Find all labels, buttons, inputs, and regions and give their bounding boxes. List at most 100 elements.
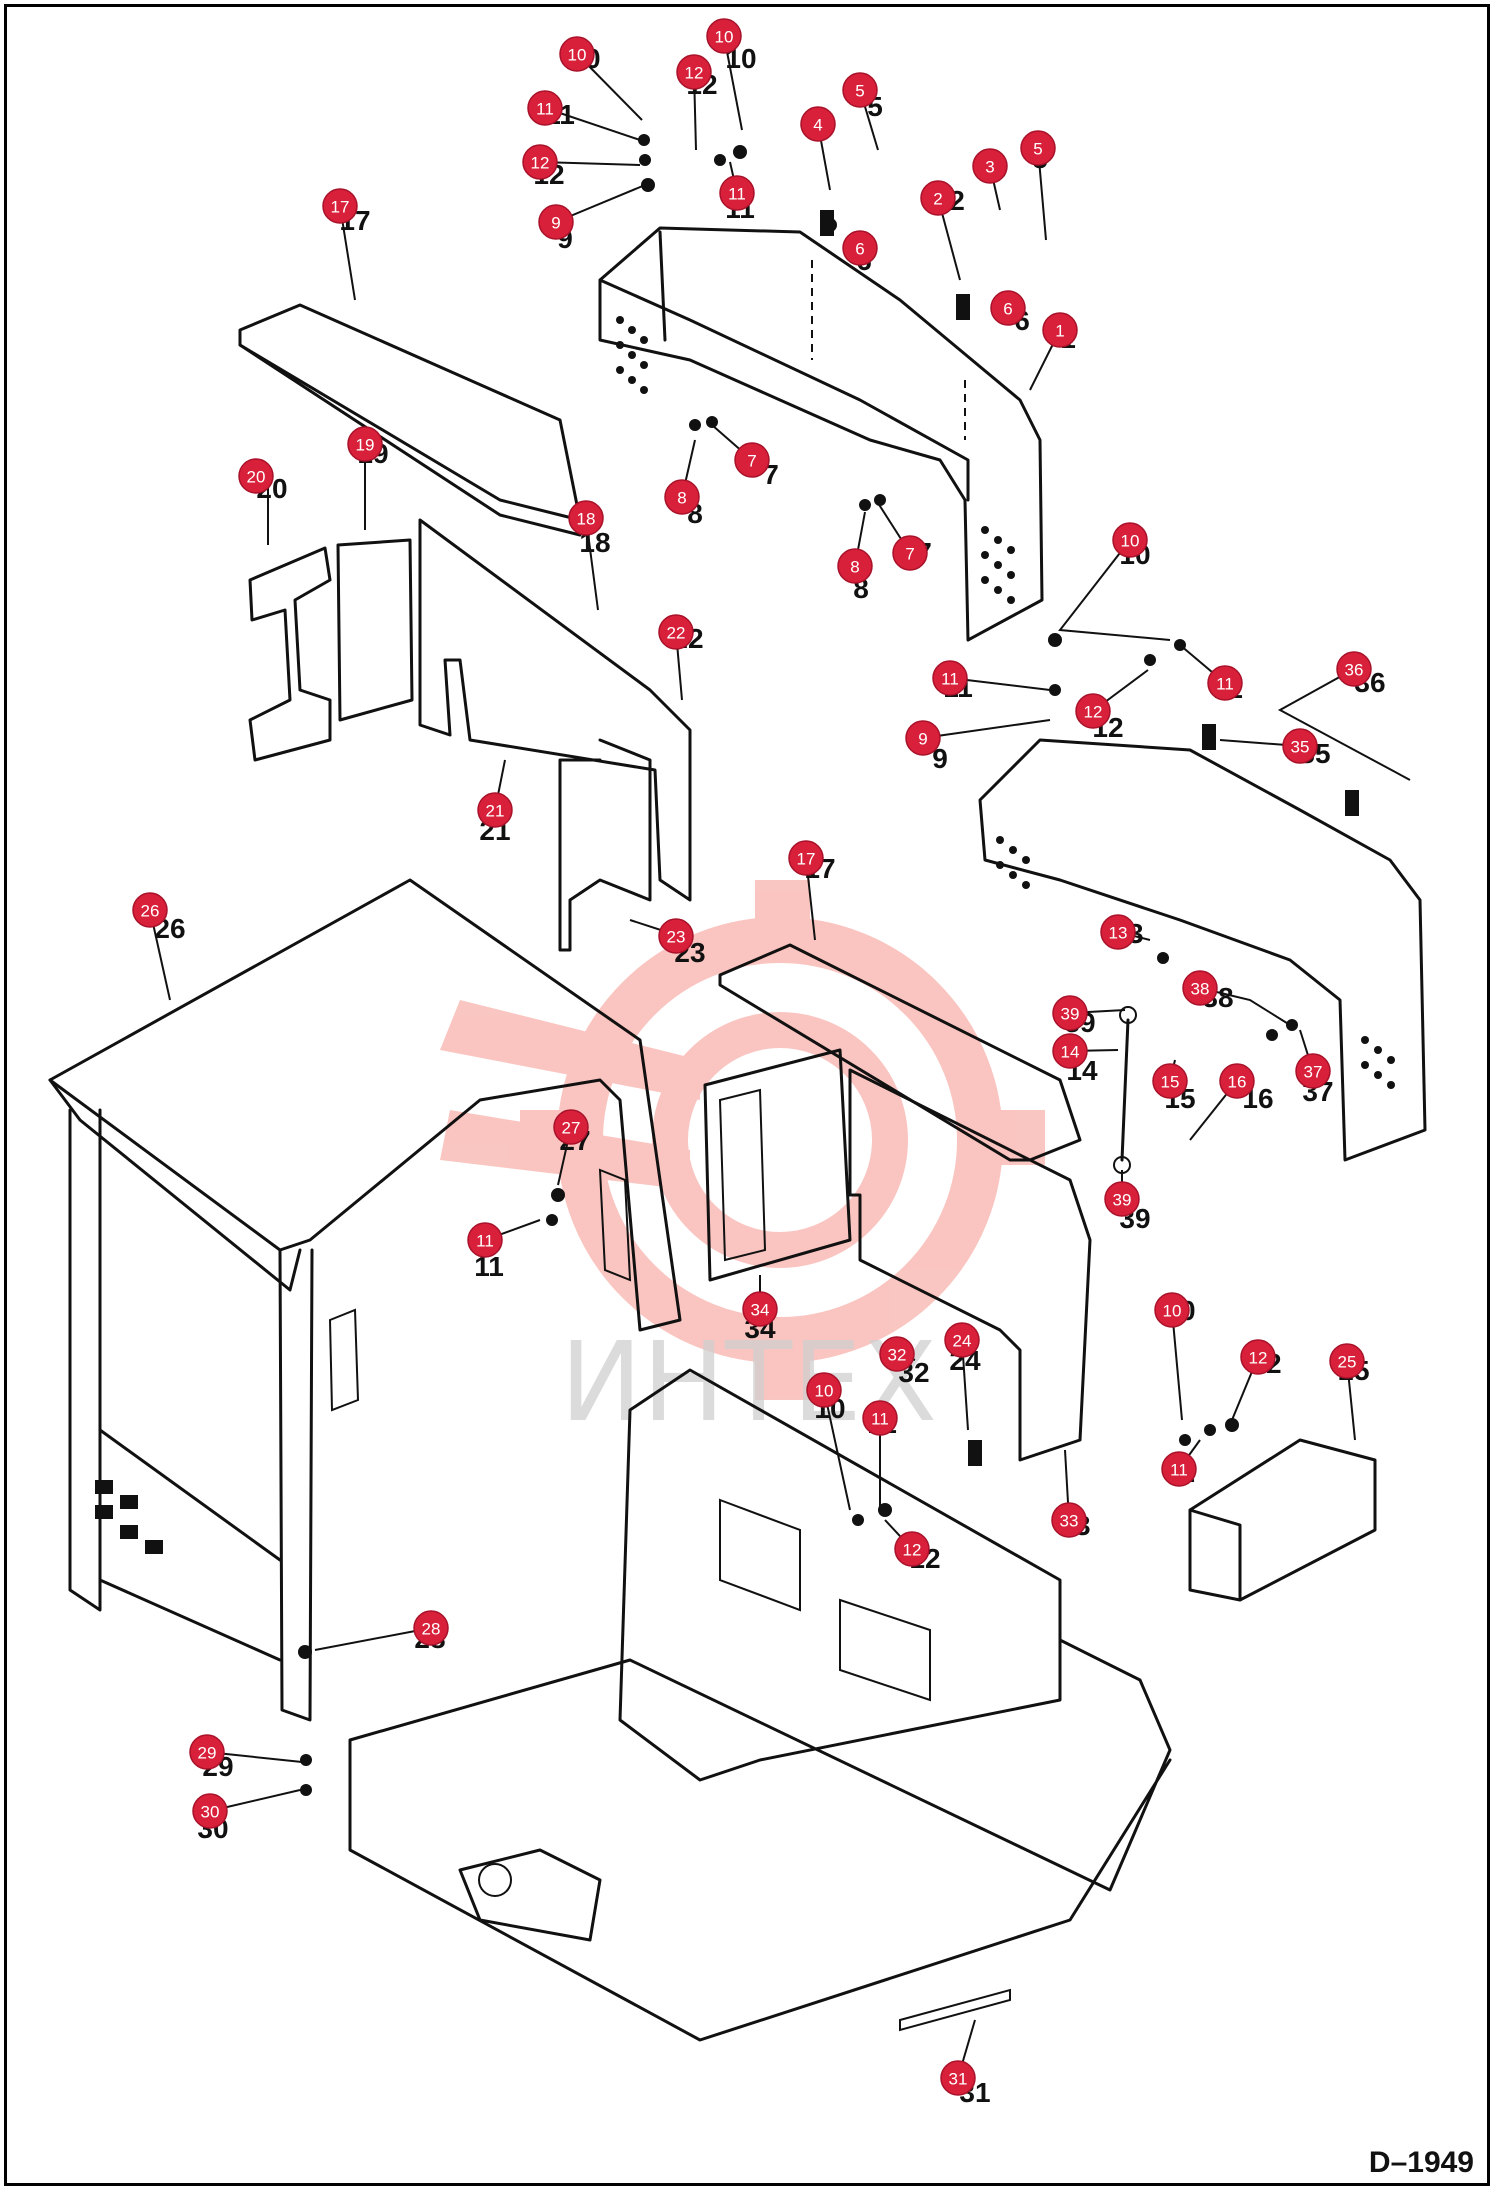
part-callout: 17 (322, 188, 358, 224)
part-callout: 12 (522, 144, 558, 180)
callout-number: 3 (985, 158, 994, 177)
callout-marker (192, 1793, 228, 1829)
callout-marker (527, 90, 563, 126)
callout-number: 11 (941, 670, 959, 689)
part-callout: 1 (1042, 312, 1078, 348)
part-callout: 10 (559, 36, 595, 72)
part-callout: 11 (932, 660, 968, 696)
callout-marker (1329, 1343, 1365, 1379)
part-callout: 39 (1104, 1181, 1140, 1217)
callout-marker (1100, 914, 1136, 950)
callout-number: 10 (715, 28, 734, 47)
callout-marker (800, 106, 836, 142)
callout-marker (1042, 312, 1078, 348)
callout-number: 31 (949, 2070, 968, 2089)
callout-marker (553, 1109, 589, 1145)
printed-part-numbers: 10 10 12 11 12 9 11 5 4 6 3 5 2 6 1 17 7… (154, 43, 1385, 2108)
part-callout: 6 (990, 290, 1026, 326)
callout-number: 13 (1109, 924, 1128, 943)
callout-marker (734, 442, 770, 478)
drawing-frame (4, 4, 1490, 2186)
callout-marker (664, 479, 700, 515)
callout-marker (1052, 1033, 1088, 1069)
callout-marker (944, 1322, 980, 1358)
callout-number: 20 (247, 468, 266, 487)
callout-number: 11 (1216, 675, 1234, 694)
top-panel-upper (238, 303, 582, 537)
part-callout: 11 (1207, 665, 1243, 701)
hood-panel-upper (598, 226, 1044, 642)
callout-number: 12 (1249, 1349, 1268, 1368)
callout-number: 28 (422, 1620, 441, 1639)
callout-marker (1104, 1181, 1140, 1217)
callout-number: 39 (1061, 1005, 1080, 1024)
top-panel-lower (718, 943, 1082, 1162)
callout-marker (940, 2060, 976, 2096)
callout-number: 12 (1084, 703, 1103, 722)
callout-number: 27 (562, 1119, 581, 1138)
callout-marker (972, 148, 1008, 184)
callout-number: 10 (815, 1382, 834, 1401)
callout-marker (879, 1336, 915, 1372)
part-callout: 11 (467, 1222, 503, 1258)
callout-number: 34 (751, 1301, 770, 1320)
gas-spring (1113, 1006, 1137, 1174)
callout-number: 8 (850, 558, 859, 577)
callout-marker (1219, 1063, 1255, 1099)
callout-number: 5 (1033, 140, 1042, 159)
callout-marker (788, 840, 824, 876)
callout-marker (1161, 1451, 1197, 1487)
part-callout: 4 (800, 106, 836, 142)
callout-marker (1051, 1502, 1087, 1538)
callout-number: 2 (933, 190, 942, 209)
callout-marker (932, 660, 968, 696)
part-callout: 2 (920, 180, 956, 216)
part-callout: 18 (568, 500, 604, 536)
callout-marker (1282, 728, 1318, 764)
callout-marker (1052, 995, 1088, 1031)
part-callout: 11 (527, 90, 563, 126)
part-callout: 13 (1100, 914, 1136, 950)
callout-marker (837, 548, 873, 584)
part-callout: 5 (842, 72, 878, 108)
part-callout: 14 (1052, 1033, 1088, 1069)
callout-number: 11 (728, 185, 746, 204)
callout-number: 23 (667, 928, 686, 947)
callout-number: 10 (1121, 532, 1140, 551)
part-callout: 12 (1075, 693, 1111, 729)
hood-panel-right (978, 738, 1427, 1162)
callout-number: 10 (1163, 1302, 1182, 1321)
part-callout: 11 (862, 1400, 898, 1436)
part-callout: 10 (806, 1372, 842, 1408)
callout-number: 30 (201, 1803, 220, 1822)
callout-number: 24 (953, 1332, 972, 1351)
part-callout: 38 (1182, 970, 1218, 1006)
callout-marker (1154, 1292, 1190, 1328)
callout-marker (862, 1400, 898, 1436)
callout-marker (806, 1372, 842, 1408)
callout-marker (538, 204, 574, 240)
fastener-hardware (298, 134, 1359, 1796)
part-callout: 33 (1051, 1502, 1087, 1538)
callout-marker (706, 18, 742, 54)
callout-marker (322, 188, 358, 224)
part-callout: 11 (1161, 1451, 1197, 1487)
battery-box (1188, 1438, 1377, 1602)
callout-marker (676, 54, 712, 90)
callout-number: 7 (747, 452, 756, 471)
part-callout: 26 (132, 892, 168, 928)
part-callout: 7 (734, 442, 770, 478)
callout-number: 37 (1304, 1063, 1323, 1082)
leader-lines (149, 35, 1411, 2079)
part-callout: 37 (1295, 1053, 1331, 1089)
callout-number: 11 (536, 100, 554, 119)
part-callout: 12 (894, 1531, 930, 1567)
part-callout: 7 (892, 535, 928, 571)
callout-number: 36 (1345, 661, 1364, 680)
callout-number: 39 (1113, 1191, 1132, 1210)
callout-marker (477, 792, 513, 828)
part-callout: 12 (676, 54, 712, 90)
part-callout: 25 (1329, 1343, 1365, 1379)
